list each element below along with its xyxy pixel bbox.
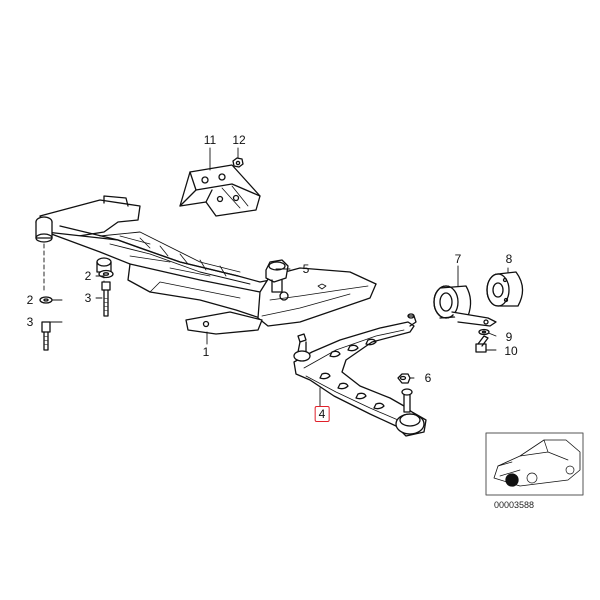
bushing-part-8[interactable]	[486, 271, 524, 307]
callout-4-highlighted[interactable]: 4	[314, 406, 330, 422]
callout-2-left[interactable]: 2	[26, 293, 34, 307]
callout-11[interactable]: 11	[203, 133, 217, 147]
callout-9[interactable]: 9	[505, 330, 513, 344]
callout-5[interactable]: 5	[302, 262, 310, 276]
control-arm-part-4[interactable]	[293, 313, 427, 437]
washer-part-9[interactable]	[478, 328, 490, 336]
callout-1[interactable]: 1	[202, 345, 210, 359]
callout-2-mid[interactable]: 2	[84, 269, 92, 283]
vehicle-location-thumbnail[interactable]	[485, 432, 584, 496]
bolt-part-3-mid[interactable]	[101, 281, 111, 317]
callout-8[interactable]: 8	[505, 252, 513, 266]
bolt-part-10[interactable]	[475, 335, 489, 353]
mount-part-5[interactable]	[265, 259, 289, 293]
bracket-part-11[interactable]	[179, 164, 261, 217]
callout-12[interactable]: 12	[232, 133, 246, 147]
diagram-code: 00003588	[494, 500, 535, 510]
axle-carrier-part-1[interactable]	[35, 195, 377, 335]
bushing-part-7[interactable]	[433, 285, 497, 327]
callout-6[interactable]: 6	[424, 371, 432, 385]
callout-10[interactable]: 10	[504, 344, 518, 358]
washer-part-2-left[interactable]	[39, 296, 53, 304]
location-marker	[505, 473, 519, 487]
washer-part-2-mid[interactable]	[98, 269, 114, 279]
nut-part-6[interactable]	[397, 373, 411, 384]
callout-3-mid[interactable]: 3	[84, 291, 92, 305]
callout-3-left[interactable]: 3	[26, 315, 34, 329]
callout-7[interactable]: 7	[454, 252, 462, 266]
bolt-part-3-left[interactable]	[41, 321, 51, 351]
nut-part-12[interactable]	[232, 157, 244, 168]
